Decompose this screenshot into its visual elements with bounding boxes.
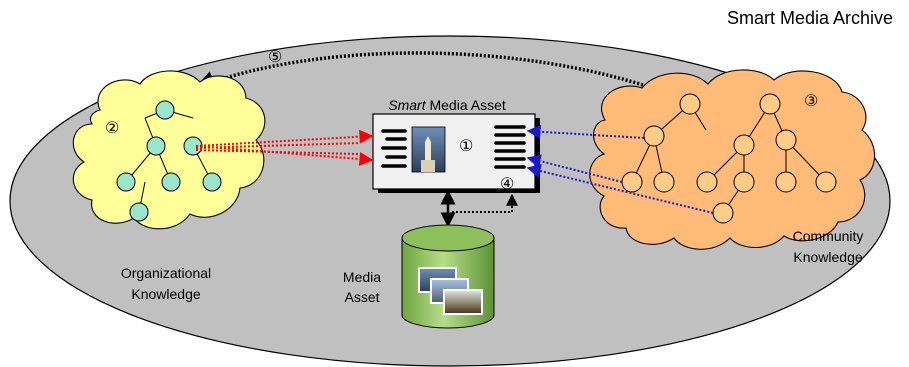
- media-asset-label-line1: Media: [343, 269, 381, 285]
- archive-title: Smart Media Archive: [727, 8, 893, 28]
- asset-database-dotted-link: [452, 193, 518, 213]
- asset-title-prefix: Smart: [388, 97, 426, 113]
- organizational-label-line2: Knowledge: [131, 286, 200, 302]
- marker-5: ⑤: [268, 49, 282, 66]
- blue-arrows: [526, 124, 714, 214]
- smart-media-asset-title: Smart Media Asset: [388, 97, 506, 113]
- smart-media-asset-box: [372, 113, 540, 193]
- organizational-label-line1: Organizational: [121, 265, 211, 281]
- feedback-arrow: [194, 51, 659, 92]
- community-label-line2: Knowledge: [793, 249, 862, 265]
- media-asset-label-line2: Asset: [344, 289, 379, 305]
- community-knowledge-cloud: [589, 69, 876, 250]
- community-label-line1: Community: [793, 228, 864, 244]
- marker-2: ②: [105, 120, 119, 137]
- marker-3: ③: [804, 93, 818, 110]
- organizational-knowledge-cloud: [72, 70, 266, 230]
- asset-title-rest: Media Asset: [426, 97, 506, 113]
- marker-4: ④: [500, 176, 514, 193]
- red-arrows: [195, 129, 374, 166]
- marker-1: ①: [459, 138, 473, 155]
- media-asset-database: [401, 224, 495, 329]
